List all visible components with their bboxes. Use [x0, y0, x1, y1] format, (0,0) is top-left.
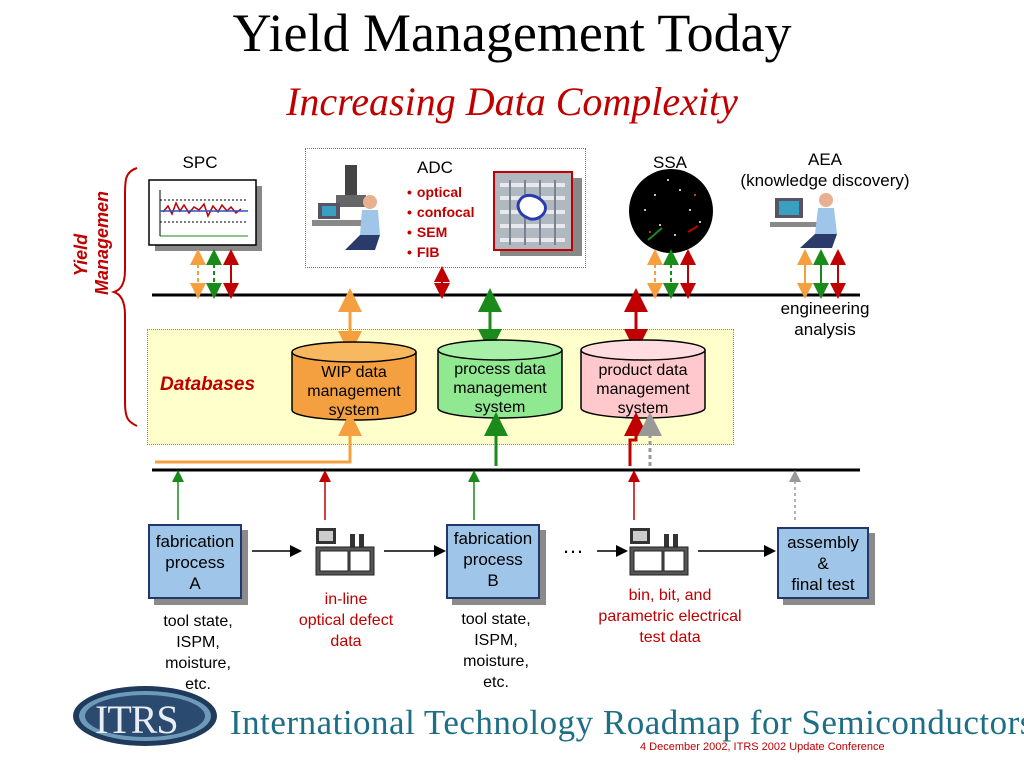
spc-chart-icon [148, 179, 262, 251]
conference-note: 4 December 2002, ITRS 2002 Update Confer… [640, 741, 885, 753]
product-database-label: product data management system [596, 362, 690, 417]
spc-label: SPC [182, 153, 218, 172]
itrs-banner: International Technology Roadmap for Sem… [230, 703, 1024, 742]
process-database-cylinder [437, 339, 563, 419]
adc-item: optical [407, 182, 474, 202]
tool-state-caption-b: tool state, ISPM, moisture, etc. [461, 611, 531, 691]
databases-label: Databases [160, 374, 256, 395]
itrs-logo-text: ITRS [95, 697, 179, 742]
inline-inspection-tool-icon [315, 528, 375, 576]
test-tool-icon [629, 528, 689, 576]
fabrication-process-a-box: fabrication process A [148, 524, 242, 599]
aea-label: AEA (knowledge discovery) [740, 150, 910, 190]
ssa-wafer-icon [629, 169, 713, 253]
yield-brace [110, 167, 138, 427]
adc-item: SEM [407, 222, 474, 242]
inline-defect-caption: in-line optical defect data [298, 591, 394, 650]
itrs-logo [73, 686, 217, 746]
wip-database-label: WIP data management system [307, 364, 401, 419]
tool-state-caption-a: tool state, ISPM, moisture, etc. [163, 613, 233, 693]
wip-database-cylinder [291, 341, 417, 421]
page-subtitle: Increasing Data Complexity [286, 79, 738, 124]
process-database-label: process data management system [453, 361, 547, 416]
ssa-label: SSA [652, 153, 688, 172]
adc-technique-list: optical confocal SEM FIB [407, 182, 475, 262]
adc-item: FIB [407, 242, 474, 262]
assembly-final-test-box: assembly & final test [777, 527, 869, 599]
adc-item: confocal [407, 202, 475, 222]
adc-label: ADC [417, 158, 453, 177]
flow-ellipsis: … [562, 533, 584, 558]
technician-workstation-icon [312, 165, 380, 250]
wafer-defect-image [493, 171, 582, 256]
fabrication-process-b-box: fabrication process B [446, 524, 540, 599]
product-database-cylinder [580, 339, 706, 419]
page-title: Yield Management Today [232, 3, 792, 63]
test-data-caption: bin, bit, and parametric electrical test… [598, 587, 742, 646]
aea-workstation-icon [770, 193, 837, 248]
engineering-analysis-label: engineering analysis [780, 299, 870, 339]
